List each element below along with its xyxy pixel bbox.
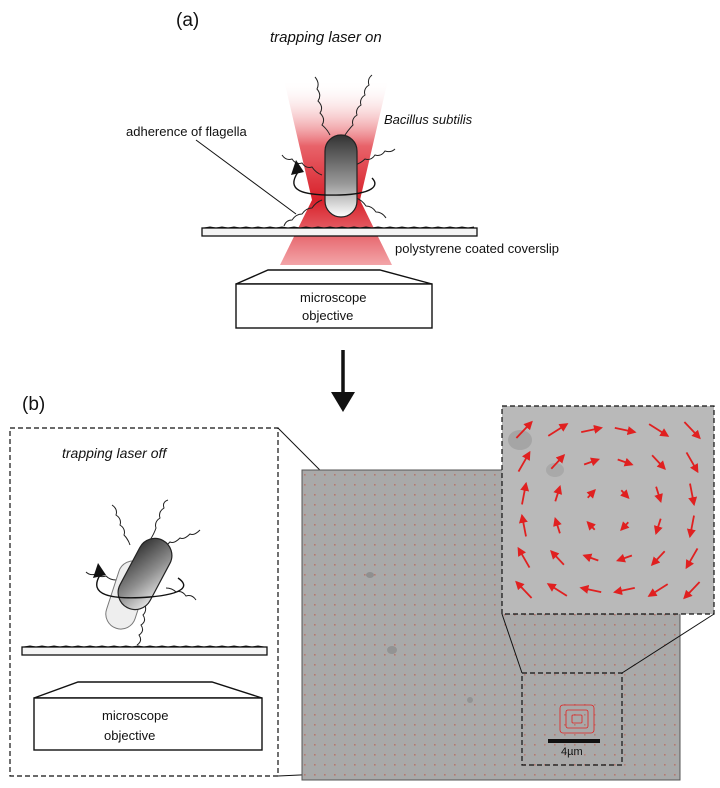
- objective-b-line2: objective: [104, 728, 155, 743]
- scale-bar-label: 4µm: [561, 746, 583, 758]
- rotation-arrow-a: [293, 171, 376, 196]
- objective-b-top: [33, 681, 263, 699]
- flow-vector-arrow: [550, 453, 566, 470]
- bacterium-cell-b: [117, 537, 173, 611]
- panel-a-title: trapping laser on: [270, 29, 382, 46]
- flow-vector-arrow: [620, 521, 630, 532]
- flagella-a: [281, 74, 396, 227]
- objective-a-top: [235, 269, 433, 285]
- flow-vector-arrow: [547, 423, 569, 437]
- flow-vector-arrow: [651, 454, 666, 471]
- rotation-arrow-b: [96, 574, 185, 599]
- objective-a-line1: microscope: [300, 290, 366, 305]
- panel-b-label: (b): [22, 394, 45, 415]
- flow-vector-arrow: [614, 426, 637, 436]
- zoom-line-left: [501, 613, 523, 674]
- objective-b-line1: microscope: [102, 708, 168, 723]
- objective-a-line2: objective: [302, 308, 353, 323]
- panel-b: (b) trapping laser off microscope object…: [9, 394, 715, 781]
- flow-vector-arrow: [654, 486, 663, 504]
- flow-vector-arrow: [617, 457, 634, 467]
- rotation-arrow-b-head: [93, 563, 106, 578]
- coverslip-b-coating: [23, 645, 265, 648]
- coverslip-b: [21, 646, 268, 656]
- flow-vector-arrow: [586, 488, 596, 499]
- flow-vector-arrow: [586, 520, 596, 531]
- flow-vector-arrow: [520, 481, 530, 505]
- flagella-leader-line: [195, 139, 297, 215]
- flow-vector-arrow: [688, 483, 698, 507]
- flow-vector-arrow: [583, 457, 600, 467]
- flow-vector-arrow: [517, 546, 531, 569]
- vector-field: [515, 420, 701, 600]
- coverslip-label: polystyrene coated coverslip: [395, 241, 559, 256]
- flow-vector-arrow: [650, 550, 666, 567]
- flow-vector-arrow: [685, 451, 699, 474]
- flow-vector-arrow: [686, 515, 696, 539]
- flow-vector-arrow: [582, 553, 599, 563]
- flow-vector-arrow: [518, 513, 528, 537]
- panel-a-label: (a): [176, 10, 199, 31]
- flow-vector-arrow: [683, 421, 701, 440]
- bacterium-cell-a: [324, 134, 358, 218]
- flow-vector-arrow: [653, 518, 663, 536]
- flow-vector-arrow: [613, 586, 635, 596]
- flow-vector-arrow: [683, 581, 701, 600]
- objective-a-body: [235, 283, 433, 329]
- flow-vector-arrow: [647, 583, 669, 597]
- rotation-arrow-a-head: [291, 160, 304, 175]
- flow-vector-arrow: [581, 424, 603, 434]
- panel-a: (a) trapping laser on microscope objecti…: [126, 10, 559, 329]
- micrograph: 4µm: [301, 469, 681, 781]
- schematic-box-b: [9, 427, 279, 777]
- bacterium-label: Bacillus subtilis: [384, 112, 473, 127]
- flow-vector-arrow: [550, 549, 565, 566]
- panel-b-title: trapping laser off: [62, 445, 168, 461]
- flow-vector-arrow: [515, 580, 533, 599]
- flow-vector-arrow: [579, 584, 602, 594]
- coverslip-a-coating: [203, 226, 475, 229]
- roi-box: [521, 672, 623, 766]
- coverslip-a: [201, 227, 478, 237]
- scale-bar: [548, 739, 600, 743]
- flagella-label: adherence of flagella: [126, 124, 247, 139]
- flow-vector-arrow: [553, 484, 563, 502]
- transition-arrow: [331, 350, 355, 412]
- flow-vector-arrow: [620, 489, 630, 500]
- flow-vector-arrow: [685, 547, 699, 570]
- objective-b-body: [33, 697, 263, 751]
- flow-vector-arrow: [515, 420, 533, 439]
- flow-vector-arrow: [517, 450, 531, 473]
- flow-vector-arrow: [616, 553, 633, 563]
- flow-vector-arrow: [648, 423, 670, 437]
- zoom-line-right: [621, 613, 715, 674]
- flow-vector-arrow: [553, 516, 562, 534]
- flow-vector-arrow: [546, 583, 568, 597]
- inset: [501, 405, 715, 615]
